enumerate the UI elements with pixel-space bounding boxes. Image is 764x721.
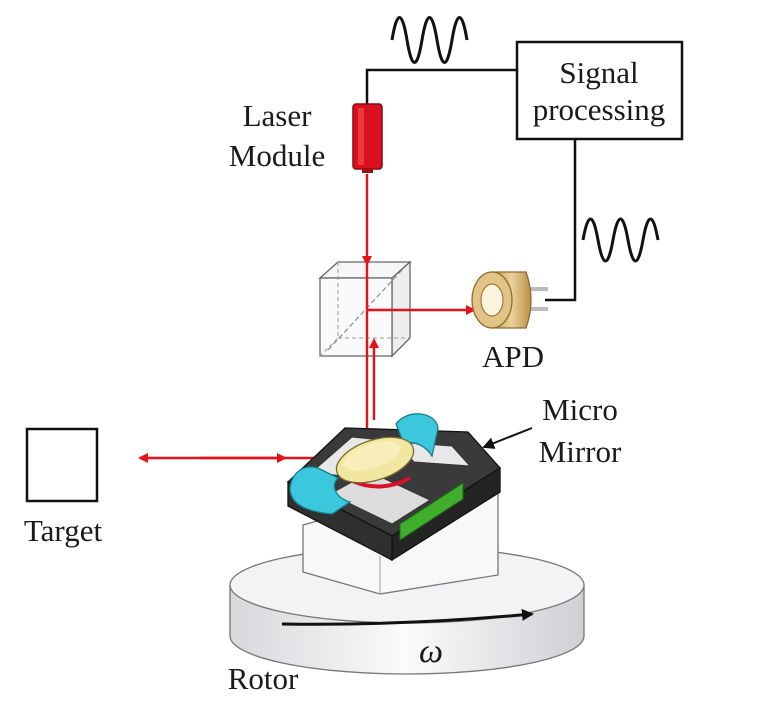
micro-mirror-assembly bbox=[286, 413, 501, 562]
laser-module bbox=[352, 103, 383, 173]
laser-module-label-line1: Laser bbox=[243, 98, 313, 133]
signal-processing-label-line1: Signal bbox=[559, 55, 638, 90]
apd-detector bbox=[471, 271, 548, 329]
drive-waveform-icon bbox=[390, 16, 469, 64]
omega-symbol: ω bbox=[419, 633, 443, 670]
laser-drive-wire bbox=[365, 68, 517, 105]
target-box bbox=[25, 427, 99, 503]
apd-signal-wire bbox=[545, 139, 577, 302]
micro-mirror-pointer-arrow bbox=[482, 427, 533, 449]
micro-mirror-label-line2: Mirror bbox=[539, 434, 622, 469]
target-label: Target bbox=[24, 513, 103, 548]
beam-splitter-cube bbox=[318, 260, 412, 358]
micro-mirror-label-line1: Micro bbox=[542, 392, 618, 427]
rotor-label: Rotor bbox=[228, 661, 299, 696]
apd-label: APD bbox=[482, 339, 544, 374]
laser-beam-paths bbox=[138, 174, 476, 463]
signal-processing-box: Signal processing bbox=[515, 40, 684, 141]
laser-module-label-line2: Module bbox=[229, 138, 325, 173]
return-waveform-icon bbox=[581, 217, 660, 263]
signal-processing-label-line2: processing bbox=[533, 92, 666, 127]
